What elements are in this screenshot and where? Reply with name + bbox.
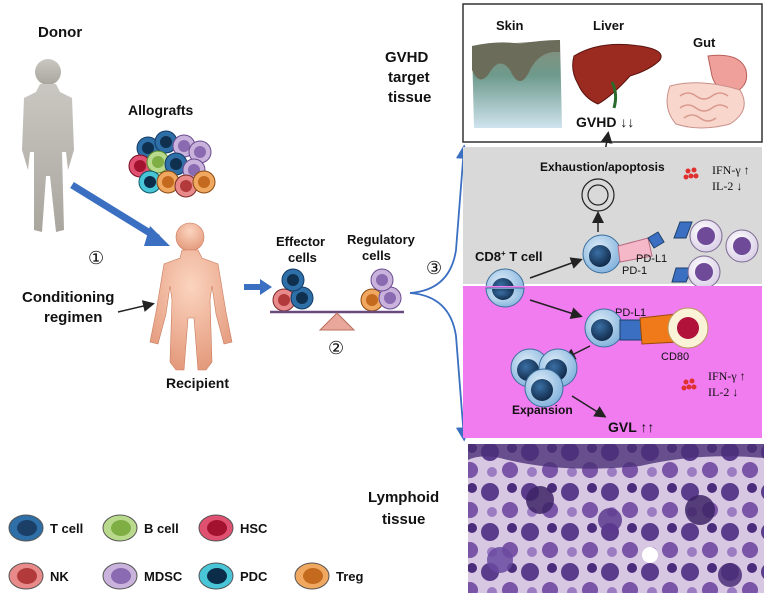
allograft-cell-cluster xyxy=(128,130,216,198)
lymphoid-histology-image xyxy=(468,444,764,593)
conditioning-arrow xyxy=(117,300,155,313)
regulatory-cells-label-line1: Regulatory xyxy=(347,232,416,247)
mdsc-icon-nucleus xyxy=(111,568,131,584)
transplant-arrowhead xyxy=(144,226,170,246)
ifn-gamma-up-bottom: IFN-γ ↑ xyxy=(708,369,746,383)
gvhd-target-label-line3: tissue xyxy=(388,89,431,106)
balance-fulcrum xyxy=(318,312,356,331)
cd8-tcell-label: CD8+ T cell xyxy=(475,249,543,264)
legend-label: T cell xyxy=(50,521,83,536)
exhausted-tcell xyxy=(582,234,622,274)
cytokine-dots-top xyxy=(683,167,699,180)
legend-label: B cell xyxy=(144,521,179,536)
ifn-gamma-up-top: IFN-γ ↑ xyxy=(712,163,750,177)
gvhd-target-label-line1: GVHD xyxy=(385,49,429,66)
lymphoid-tissue-label-line2: tissue xyxy=(382,511,425,528)
effector-cells-label-line2: cells xyxy=(288,250,317,265)
legend-item: MDSC xyxy=(102,562,183,590)
expansion-label: Expansion xyxy=(512,403,573,417)
step-3-marker: ③ xyxy=(426,258,442,278)
skin-illustration xyxy=(472,40,562,128)
cell-type-legend: T cell B cell HSC NK MDSC PDC Treg xyxy=(8,514,364,590)
nk-cell-icon-nucleus xyxy=(17,568,37,584)
step-1-marker: ① xyxy=(88,248,104,268)
pdl1-top-label: PD-L1 xyxy=(636,253,667,265)
expanding-tcells xyxy=(510,348,578,408)
pdl1-cd80-complex xyxy=(619,313,679,345)
legend-label: NK xyxy=(50,569,69,584)
treg-icon-nucleus xyxy=(303,568,323,584)
recipient-figure xyxy=(149,222,233,371)
legend-label: PDC xyxy=(240,569,268,584)
conditioning-label-line1: Conditioning xyxy=(22,289,114,306)
cytokine-dots-bottom xyxy=(681,378,697,391)
pdl1-bearing-cells xyxy=(647,219,759,289)
pd1-label: PD-1 xyxy=(622,265,647,277)
gvhd-result-label: GVHD ↓↓ xyxy=(576,114,634,130)
expansion-to-gvl-arrow xyxy=(571,395,607,418)
pdl1-bottom-label: PD-L1 xyxy=(615,307,646,319)
legend-item: PDC xyxy=(198,562,268,590)
lymphoid-tissue-label-line1: Lymphoid xyxy=(368,489,439,506)
legend-label: MDSC xyxy=(144,569,183,584)
gvl-result-label: GVL ↑↑ xyxy=(608,419,654,435)
cd80-label: CD80 xyxy=(661,351,689,363)
t-cell-icon-nucleus xyxy=(17,520,37,536)
legend-item: B cell xyxy=(102,514,179,542)
gut-illustration xyxy=(666,54,748,129)
fork-arrow-down xyxy=(409,292,471,442)
legend-item: T cell xyxy=(8,514,83,542)
fork-arrow-up xyxy=(409,144,471,294)
legend-label: Treg xyxy=(336,569,364,584)
gvhd-target-label-line2: target xyxy=(388,69,430,86)
gut-label: Gut xyxy=(693,35,716,50)
legend-item: Treg xyxy=(294,562,364,590)
legend-item: NK xyxy=(8,562,69,590)
legend-item: HSC xyxy=(198,514,268,542)
donor-label: Donor xyxy=(38,24,82,41)
pd1-receptor xyxy=(617,237,653,263)
effector-cell-group xyxy=(272,268,314,312)
gvl-panel xyxy=(463,286,762,438)
step-2-marker: ② xyxy=(328,338,344,358)
liver-label: Liver xyxy=(593,18,624,33)
il2-down-bottom: IL-2 ↓ xyxy=(708,385,738,399)
pdc-icon-nucleus xyxy=(207,568,227,584)
exhaustion-label: Exhaustion/apoptosis xyxy=(540,160,665,174)
transplant-arrow xyxy=(70,182,160,241)
cd80-bearing-cell xyxy=(667,307,709,349)
liver-illustration xyxy=(572,43,662,109)
allografts-label: Allografts xyxy=(128,102,194,118)
recipient-label: Recipient xyxy=(166,375,229,391)
donor-figure xyxy=(22,59,74,232)
activated-tcell xyxy=(584,308,624,348)
skin-label: Skin xyxy=(496,18,524,33)
il2-down-top: IL-2 ↓ xyxy=(712,179,742,193)
cd8-to-exhausted-arrow xyxy=(529,257,583,279)
regulatory-cell-group xyxy=(360,268,402,312)
legend-label: HSC xyxy=(240,521,268,536)
b-cell-icon-nucleus xyxy=(111,520,131,536)
regulatory-cells-label-line2: cells xyxy=(362,248,391,263)
conditioning-label-line2: regimen xyxy=(44,309,102,326)
hsc-icon-nucleus xyxy=(207,520,227,536)
effector-cells-label-line1: Effector xyxy=(276,234,325,249)
